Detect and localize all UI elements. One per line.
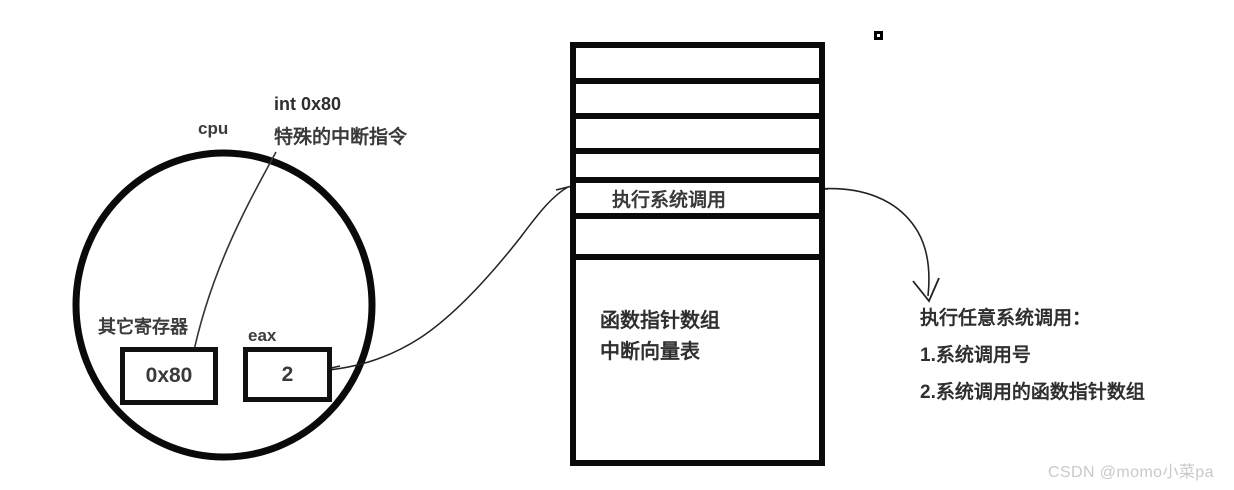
memory-to-note-connector	[817, 187, 930, 297]
memory-body-line-2: 中断向量表	[600, 341, 700, 363]
eax-register-value-box: 2	[243, 347, 332, 402]
eax-to-memory-connector	[317, 186, 569, 372]
memory-body-line-1: 函数指针数组	[600, 310, 720, 332]
interrupt-pointer-line	[191, 151, 277, 361]
other-register-value-box: 0x80	[120, 347, 218, 405]
watermark: CSDN @momo小菜pa	[1048, 464, 1214, 481]
memory-table-row	[576, 219, 819, 260]
cpu-circle	[72, 149, 376, 461]
memory-table-row	[576, 154, 819, 183]
interrupt-vector-table: 执行系统调用 函数指针数组 中断向量表	[570, 42, 825, 466]
interrupt-instruction-label: int 0x80	[274, 94, 342, 114]
memory-table-row-syscall: 执行系统调用	[576, 183, 819, 219]
syscall-note-line-3: 2.系统调用的函数指针数组	[920, 382, 1145, 404]
syscall-note-line-1: 执行任意系统调用：	[920, 308, 1092, 329]
interrupt-instruction-description: 特殊的中断指令	[274, 127, 408, 148]
memory-row-label-syscall: 执行系统调用	[612, 189, 727, 211]
syscall-note-line-2: 1.系统调用号	[920, 345, 1031, 367]
other-registers-label: 其它寄存器	[98, 317, 188, 337]
eax-register-label: eax	[248, 326, 277, 345]
note-arrowhead	[912, 277, 940, 303]
cpu-label: cpu	[198, 119, 229, 138]
memory-table-body: 函数指针数组 中断向量表	[576, 260, 819, 460]
memory-table-row	[576, 48, 819, 84]
memory-row-left-stub	[555, 185, 573, 191]
cursor-marker-icon	[874, 31, 883, 40]
memory-table-row	[576, 84, 819, 119]
syscall-note: 执行任意系统调用： 1.系统调用号 2.系统调用的函数指针数组	[920, 300, 1220, 411]
memory-table-row	[576, 119, 819, 154]
